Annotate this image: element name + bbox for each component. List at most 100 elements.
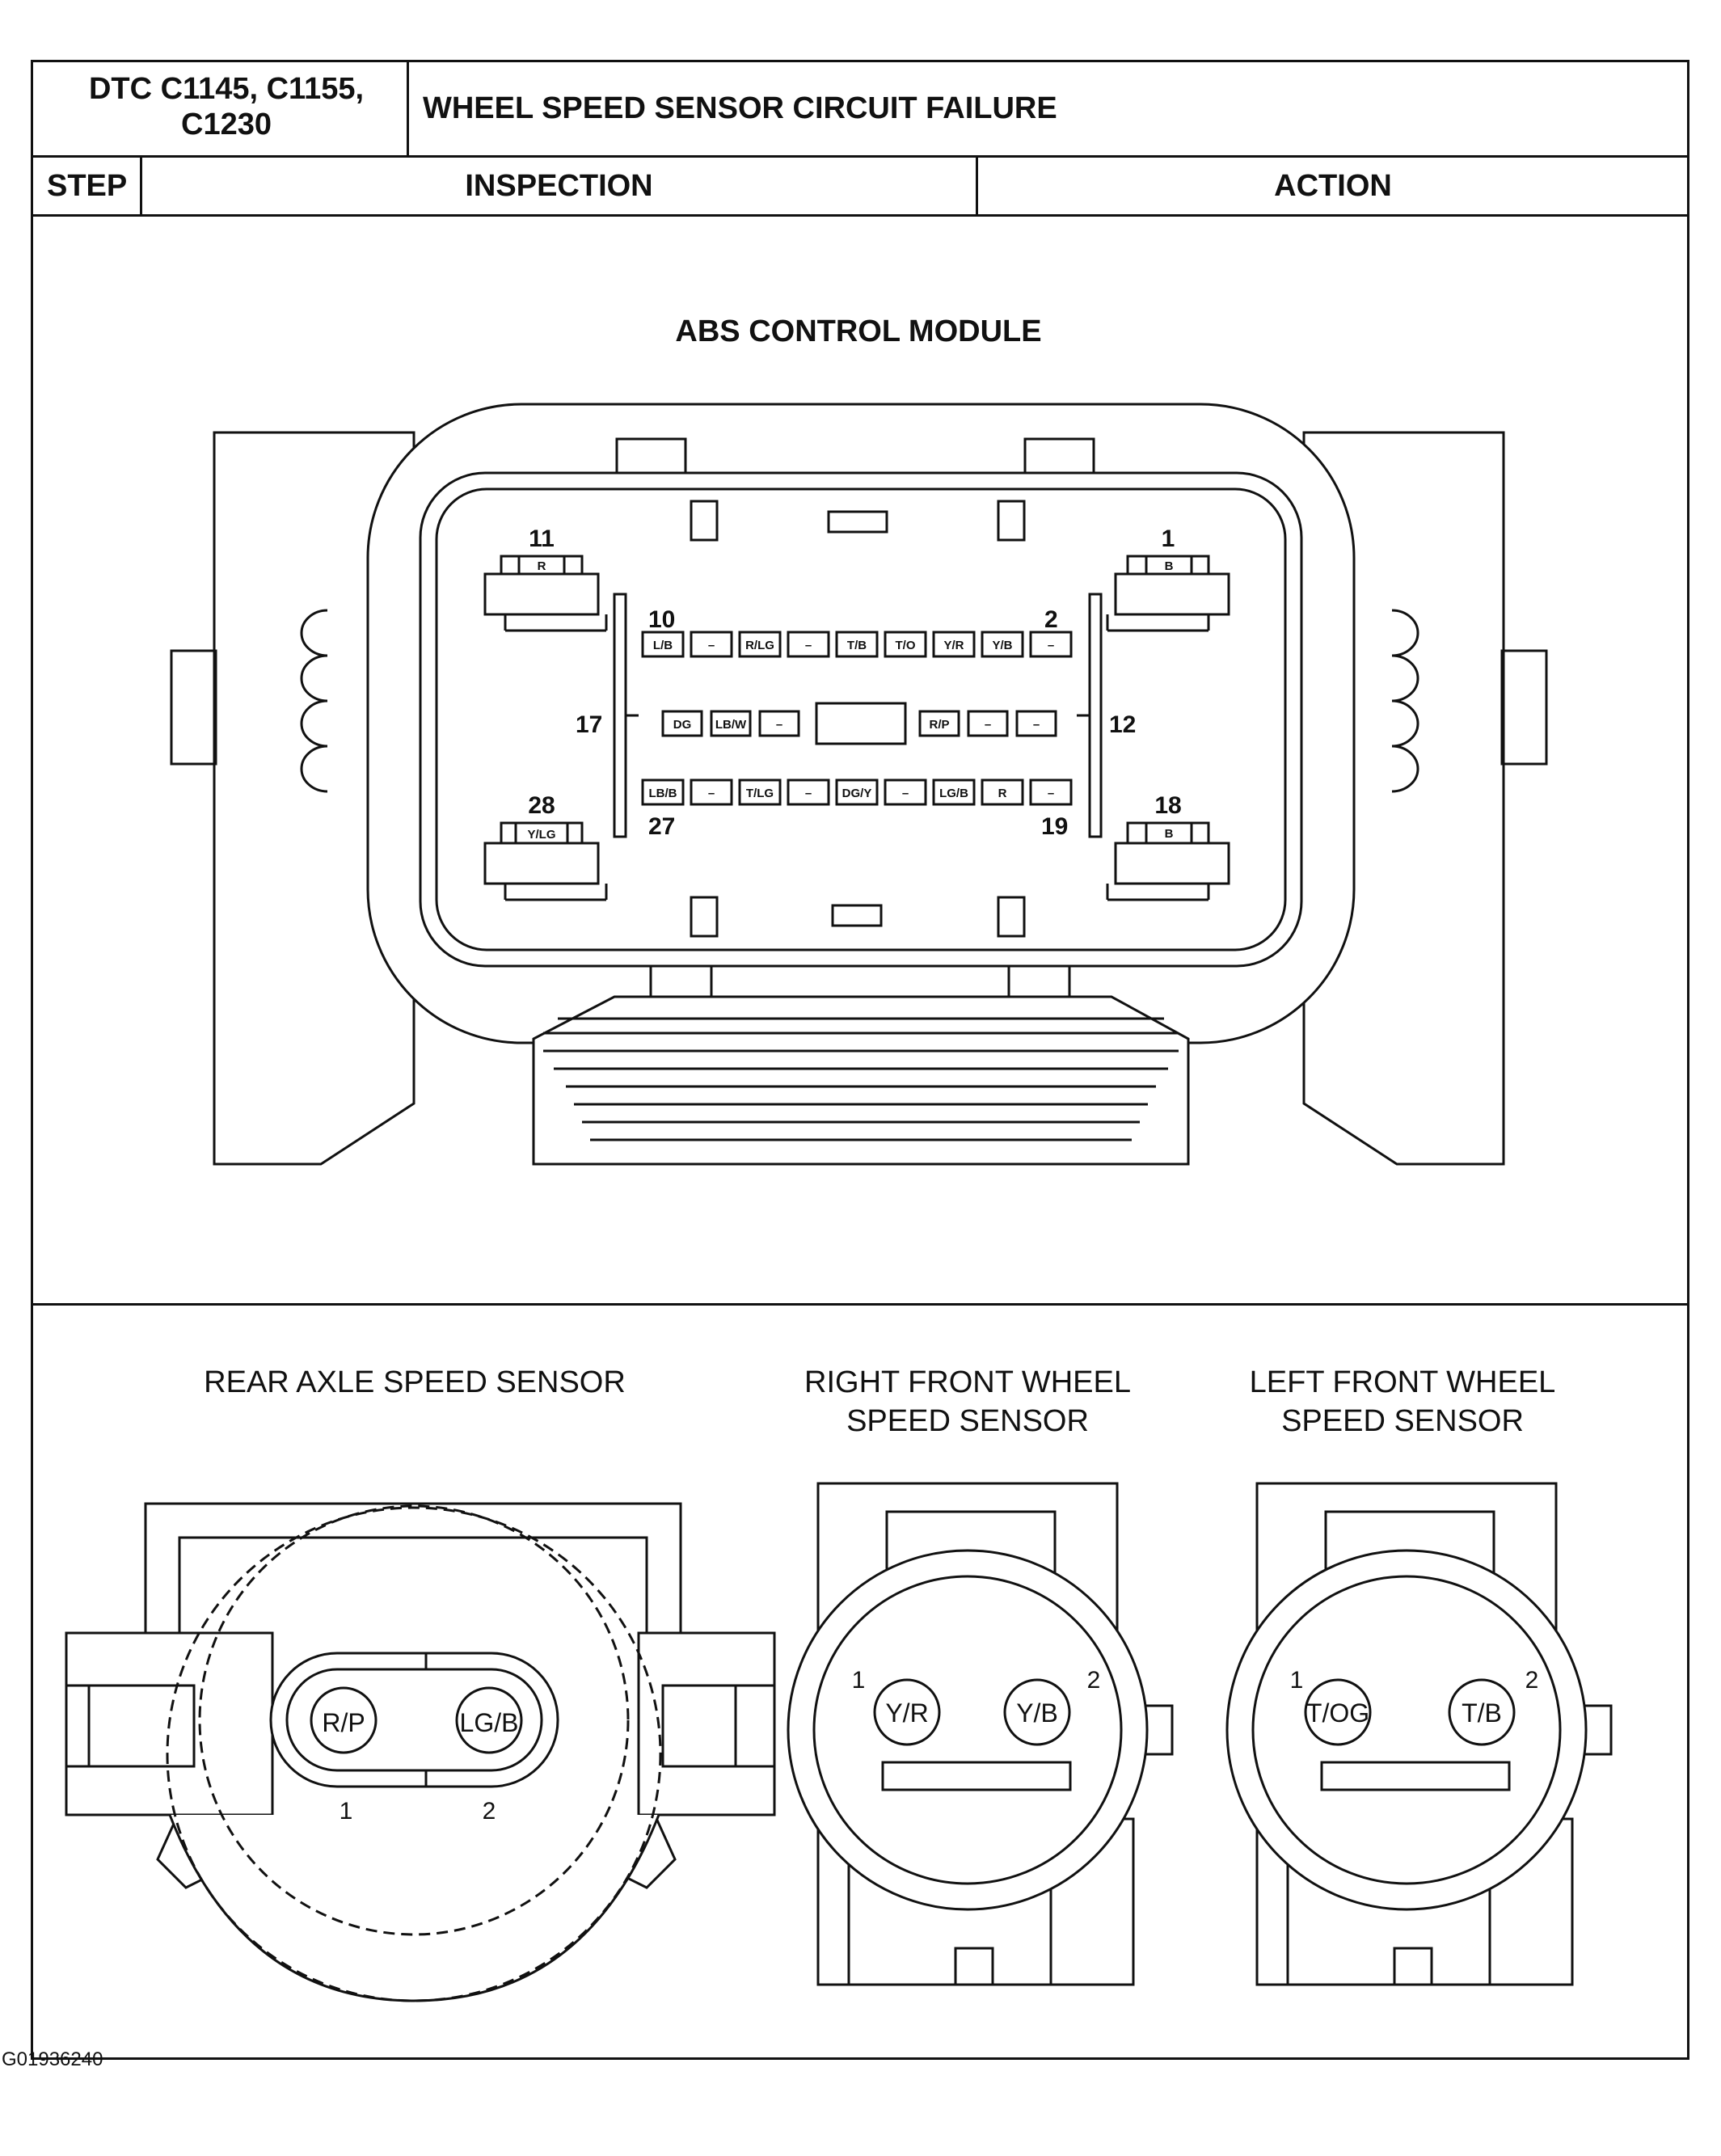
abs-pin-cavity [787, 778, 830, 806]
page-frame [31, 60, 1689, 2060]
row-label-17: 17 [576, 711, 602, 738]
abs-pin-cavity [835, 778, 879, 806]
row-label-27: 27 [648, 813, 675, 840]
column-divider [31, 214, 1689, 217]
col-step: STEP [47, 169, 128, 203]
lf-pin-1-wire: T/OG [1306, 1698, 1369, 1728]
page-title: WHEEL SPEED SENSOR CIRCUIT FAILURE [423, 91, 1057, 125]
col-inspection: INSPECTION [465, 169, 653, 203]
abs-top-latch-left [615, 437, 687, 475]
abs-pin-wire-label: – [805, 787, 812, 800]
step-vline [140, 155, 142, 214]
pin-number-1: 1 [1162, 525, 1175, 552]
abs-left-wing [213, 431, 415, 1166]
abs-pin-cavity [738, 778, 782, 806]
abs-pin-cavity [981, 631, 1024, 658]
abs-big-pin-1: 1 B [1106, 525, 1230, 632]
abs-pin-wire-label: – [708, 787, 715, 800]
row-label-19: 19 [1041, 813, 1068, 840]
abs-pin-cavity [967, 710, 1009, 737]
abs-pin-wire-label: DG/Y [842, 787, 872, 800]
abs-pin-wire-label: R/P [929, 718, 949, 732]
abs-inner-wall [419, 471, 1303, 968]
abs-right-bumps [1391, 609, 1419, 793]
abs-pin-wire-label: T/LG [746, 787, 774, 800]
abs-pin-wire-label: – [708, 639, 715, 652]
rear-pin-1-number: 1 [340, 1798, 353, 1825]
pin-wire-28: Y/LG [527, 828, 555, 842]
abs-pin-cavity [1029, 778, 1073, 806]
rear-pin-1-wire: R/P [322, 1708, 365, 1737]
abs-pin-cavity [758, 710, 800, 737]
rf-pin-1-number: 1 [852, 1667, 866, 1694]
abs-pin-wire-label: Y/B [992, 639, 1012, 652]
rf-pin-2-number: 2 [1087, 1667, 1101, 1694]
rear-pin-2-wire: LG/B [460, 1708, 519, 1737]
lf-pin-1-number: 1 [1290, 1667, 1304, 1694]
abs-pin-wire-label: T/O [896, 639, 916, 652]
abs-pin-wire-label: – [1033, 718, 1040, 732]
abs-pin-cavity [932, 631, 976, 658]
abs-left-tab [170, 649, 217, 766]
dtc-codes: DTC C1145, C1155, C1230 [65, 71, 388, 142]
abs-key-slot [690, 896, 719, 938]
rear-axle-sensor-connector: R/P LG/B 1 2 [65, 1502, 776, 2002]
abs-key-slot [831, 904, 883, 927]
abs-pin-wire-label: DG [673, 718, 692, 732]
row-label-2: 2 [1044, 606, 1058, 633]
abs-top-latch-right [1023, 437, 1095, 475]
abs-pin-wire-label: T/B [847, 639, 867, 652]
abs-pin-wire-label: – [1048, 639, 1054, 652]
lf-pin-2-number: 2 [1525, 1667, 1539, 1694]
abs-right-tab [1500, 649, 1548, 766]
abs-pin-wire-label: L/B [653, 639, 673, 652]
rf-pin-2-wire: Y/B [1016, 1698, 1058, 1728]
abs-shell [366, 403, 1356, 1044]
abs-pin-cavity [884, 778, 927, 806]
action-vline [976, 155, 978, 214]
abs-key-slot [997, 500, 1026, 542]
abs-face [435, 487, 1287, 951]
abs-pin-wire-label: – [902, 787, 909, 800]
abs-pin-cavity [641, 778, 685, 806]
pin-number-18: 18 [1154, 792, 1181, 819]
lf-sensor-title-1: LEFT FRONT WHEEL [1250, 1365, 1556, 1399]
abs-pin-wire-label: – [805, 639, 812, 652]
row-label-12: 12 [1109, 711, 1136, 738]
abs-pin-cavity [738, 631, 782, 658]
pin-wire-1: B [1165, 559, 1174, 573]
abs-pin-wire-label: LB/W [715, 718, 747, 732]
abs-pin-cavity [710, 710, 752, 737]
rf-sensor-title-1: RIGHT FRONT WHEEL [804, 1365, 1131, 1399]
right-front-sensor-connector: Y/R Y/B 1 2 [787, 1482, 1174, 1986]
pin-wire-18: B [1165, 827, 1174, 841]
abs-pin-cavity [690, 631, 733, 658]
left-front-sensor-connector: T/OG T/B 1 2 [1225, 1482, 1613, 1986]
abs-pin-cavity [981, 778, 1024, 806]
abs-center-block [815, 702, 907, 745]
abs-pin-cavity [690, 778, 733, 806]
abs-big-pin-28: 28 Y/LG [483, 792, 608, 901]
abs-left-bumps [300, 609, 328, 793]
abs-pin-wire-label: LB/B [649, 787, 677, 800]
abs-connector [170, 403, 1548, 1166]
abs-pin-wire-label: R [998, 787, 1007, 800]
abs-pin-wire-label: – [985, 718, 991, 732]
section-divider [31, 1303, 1689, 1306]
abs-key-slot [690, 500, 719, 542]
abs-pin-wire-label: Y/R [943, 639, 964, 652]
abs-big-pin-18: 18 B [1106, 792, 1230, 901]
abs-pin-cavity [661, 710, 703, 737]
col-action: ACTION [1274, 169, 1392, 203]
pin-number-28: 28 [528, 792, 555, 819]
rear-pin-2-number: 2 [483, 1798, 496, 1825]
pin-wire-11: R [538, 559, 546, 573]
abs-key-slot [997, 896, 1026, 938]
abs-pin-wire-label: – [1048, 787, 1054, 800]
abs-pin-cavity [787, 631, 830, 658]
lf-sensor-title-2: SPEED SENSOR [1281, 1404, 1524, 1438]
row-label-10: 10 [648, 606, 675, 633]
